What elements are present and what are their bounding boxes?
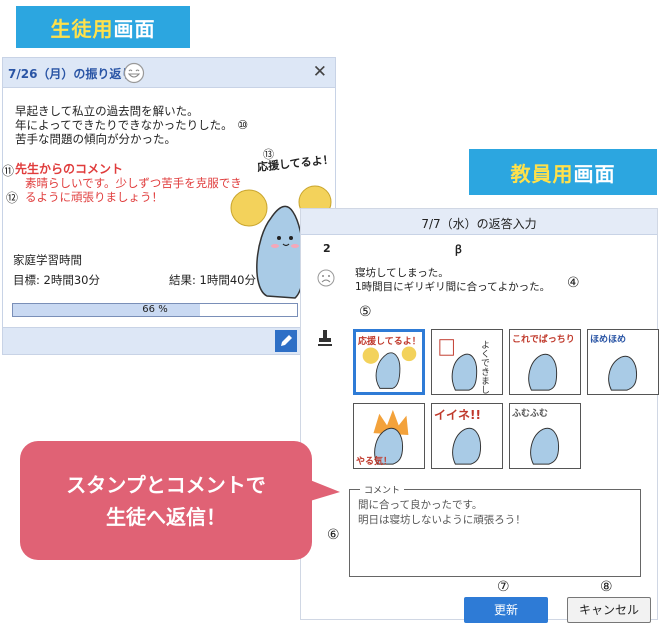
banner-suffix: 画面 (573, 161, 616, 186)
reflection-line: 苦手な問題の傾向が分かった。 (15, 132, 176, 146)
stamp-option-perfect[interactable]: これでばっちり (509, 329, 581, 395)
student-panel-titlebar: 7/26（月）の振り返り ✕ (3, 58, 335, 88)
callout-bubble: スタンプとコメントで 生徒へ返信！ (20, 441, 312, 560)
row-number: 2 (323, 242, 331, 255)
marker-11: ⑪ (2, 164, 15, 178)
cancel-button[interactable]: キャンセル (567, 597, 651, 623)
progress-text: 66 % (142, 304, 168, 315)
callout-line: 生徒へ返信！ (106, 504, 226, 529)
marker-8: ⑧ (600, 579, 613, 595)
comment-heading: 先生からのコメント (15, 162, 124, 176)
teacher-screen-banner: 教員用画面 (469, 149, 657, 195)
study-progress-bar: 66 % (12, 303, 298, 317)
marker-7: ⑦ (497, 579, 510, 595)
study-time-label: 家庭学習時間 (13, 253, 82, 267)
reflection-line: 年によってできたりできなかったりした。 ⑩ (15, 118, 249, 132)
teacher-panel-titlebar: 7/7（水）の返答入力 (301, 209, 657, 235)
stamp-option-good-job[interactable]: よくできました (431, 329, 503, 395)
mascot-image (439, 339, 478, 391)
progress-fill (13, 304, 201, 316)
edit-button[interactable] (275, 330, 297, 352)
comment-legend: コメント (360, 483, 405, 496)
mascot-image (608, 355, 638, 391)
stamp-option-hmm[interactable]: ふむふむ (509, 403, 581, 469)
teacher-panel-title: 7/7（水）の返答入力 (421, 217, 537, 231)
stamp-option-motivated[interactable]: やる気！ (353, 403, 425, 469)
mascot-image (362, 346, 417, 389)
study-result: 結果: 1時間40分 (169, 273, 256, 287)
row-symbol: ꞵ (455, 243, 462, 256)
marker-4: ④ (567, 275, 580, 291)
stamp-tool-icon (318, 330, 332, 346)
close-icon[interactable]: ✕ (312, 62, 327, 82)
marker-13: ⑬ (263, 148, 274, 161)
marker-6: ⑥ (327, 527, 340, 543)
marker-5: ⑤ (359, 304, 372, 320)
teacher-reply-panel: 7/7（水）の返答入力 2 ꞵ 寝坊してしまった。 1時間目にギリギリ間に合って… (300, 208, 659, 623)
marker-10: ⑩ (237, 118, 249, 132)
banner-suffix: 画面 (113, 16, 156, 41)
stamp-option-irritated[interactable]: イイネ!! (431, 403, 503, 469)
update-button[interactable]: 更新 (464, 597, 548, 623)
student-entry: 寝坊してしまった。 1時間目にギリギリ間に合ってよかった。 (355, 267, 551, 293)
comment-fieldset: コメント 間に合って良かったです。 明日は寝坊しないように頑張ろう！ (349, 483, 641, 577)
banner-highlight: 生徒用 (50, 16, 114, 41)
stamp-option-praise[interactable]: ほめほめ (587, 329, 659, 395)
mascot-image (373, 409, 409, 465)
mascot-image (530, 427, 560, 465)
teacher-comment: 素晴らしいです。少しずつ苦手を克服でき るように頑張りましょう！ (25, 176, 242, 204)
student-panel-footer (3, 327, 335, 354)
smile-face-icon (123, 62, 145, 84)
reflection-text: 早起きして私立の過去問を解いた。 年によってできたりできなかったりした。 ⑩ 苦… (15, 104, 249, 146)
student-panel-title: 7/26（月）の振り返り (8, 67, 134, 81)
reflection-line: 早起きして私立の過去問を解いた。 (15, 104, 199, 118)
sad-face-icon (317, 269, 335, 287)
callout-line: スタンプとコメントで (66, 472, 266, 497)
study-goal: 目標: 2時間30分 (13, 273, 100, 287)
mascot-image (452, 427, 482, 465)
student-screen-banner: 生徒用画面 (16, 6, 190, 48)
pencil-icon (281, 335, 292, 346)
student-reflection-panel: 7/26（月）の振り返り ✕ 早起きして私立の過去問を解いた。 年によってできた… (2, 57, 336, 355)
mascot-image (528, 353, 558, 391)
comment-textarea[interactable]: 間に合って良かったです。 明日は寝坊しないように頑張ろう！ (358, 499, 526, 526)
marker-12: ⑫ (6, 191, 19, 205)
banner-highlight: 教員用 (510, 161, 574, 186)
stamp-option-cheer[interactable]: 応援してるよ！ (353, 329, 425, 395)
